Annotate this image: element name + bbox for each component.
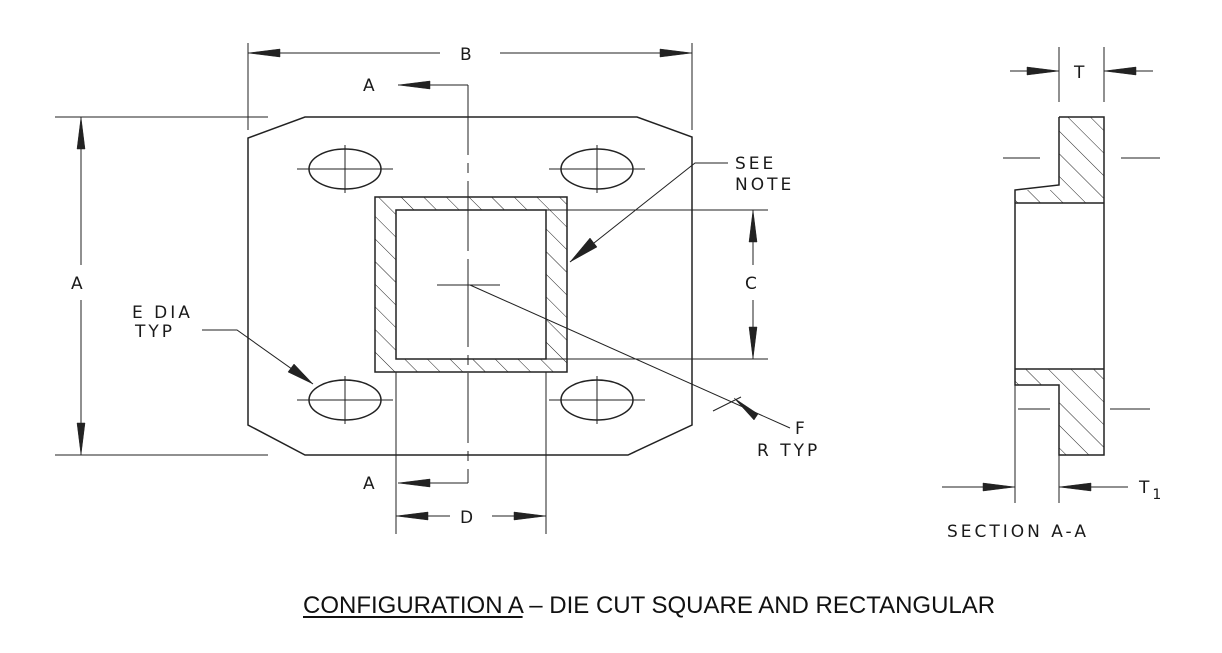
plan-view: B A A A SEE NOTE C E DIA TYP F R TYP D [55, 43, 820, 534]
caption-rest: – DIE CUT SQUARE AND RECTANGULAR [522, 592, 996, 619]
tube-outer [374, 196, 568, 373]
dim-c-top-arrow [748, 209, 758, 243]
hole-bottom-right [549, 376, 645, 424]
e-dia-label-line2: TYP [134, 322, 175, 342]
see-note-arrow [569, 237, 598, 263]
dim-t-right-arrow [1103, 66, 1137, 76]
section-a-top-arrow [397, 80, 431, 90]
r-typ-label: R TYP [757, 441, 820, 461]
dim-a-top-arrow [76, 116, 86, 150]
dim-t-left-arrow [1026, 66, 1060, 76]
dim-a-label: A [71, 274, 86, 294]
e-dia-arrow [287, 363, 314, 385]
dim-d-right-arrow [513, 511, 547, 521]
tube-inner [395, 209, 547, 360]
tube-wall-hatched [375, 197, 567, 372]
dim-d-label: D [460, 508, 476, 528]
hole-top-left [297, 145, 393, 193]
dim-t1-subscript: 1 [1152, 487, 1164, 503]
section-a-top-label: A [363, 76, 378, 96]
f-label: F [795, 419, 808, 439]
section-view: T T1 SECTION A-A [942, 47, 1164, 542]
section-a-bottom-label: A [363, 474, 378, 494]
hole-bottom-left [297, 376, 393, 424]
see-note-label-line1: SEE [735, 154, 776, 174]
dim-c-label: C [745, 274, 760, 294]
dim-b-label: B [460, 45, 475, 65]
e-dia-label-line1: E DIA [132, 303, 193, 323]
section-title: SECTION A-A [947, 522, 1089, 542]
section-a-bottom-arrow [397, 478, 431, 488]
dim-d-left-arrow [395, 511, 429, 521]
dim-c-bottom-arrow [748, 326, 758, 360]
dim-t-label: T [1073, 63, 1087, 83]
dim-t1-label: T1 [1138, 478, 1164, 503]
dim-b-left-arrow [247, 48, 281, 58]
dim-t1-right-arrow [1058, 482, 1092, 492]
dim-a-bottom-arrow [76, 422, 86, 456]
see-note-label-line2: NOTE [735, 175, 794, 195]
dim-t1-left-arrow [982, 482, 1016, 492]
caption-underlined: CONFIGURATION A [303, 592, 523, 619]
f-r-arrow [733, 397, 759, 421]
dim-b-right-arrow [659, 48, 693, 58]
plate-outline [247, 116, 693, 456]
hole-top-right [549, 145, 645, 193]
